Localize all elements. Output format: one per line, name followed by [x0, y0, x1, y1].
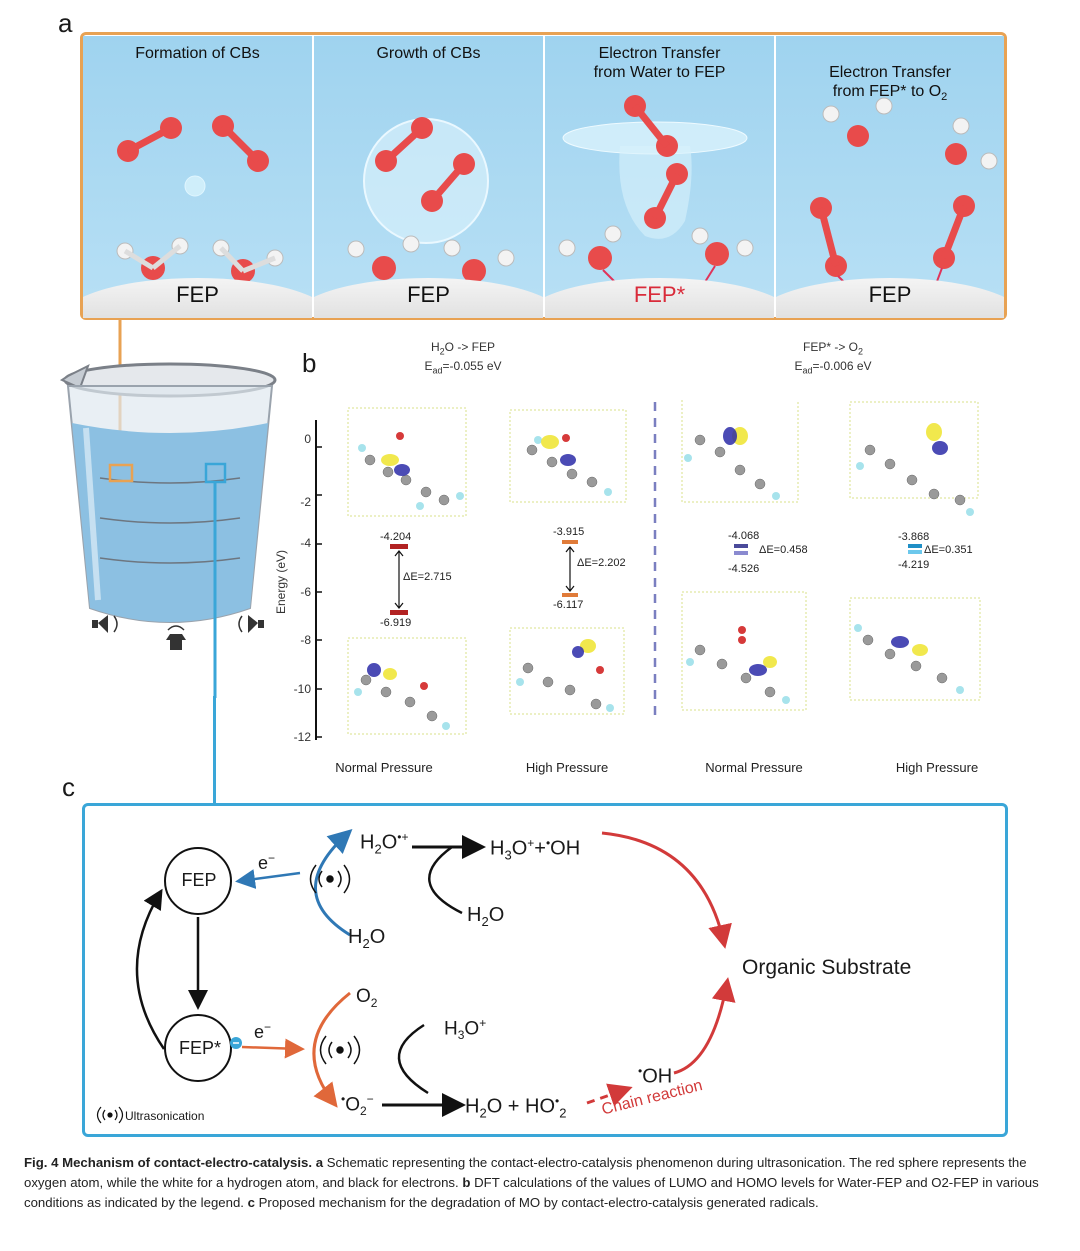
connector-line: [213, 696, 216, 804]
homo-value: -4.219: [898, 559, 930, 571]
homo-value: -4.526: [728, 563, 760, 575]
panel-b-header-oxygen: FEP* -> O2 Ead=-0.006 eV: [794, 340, 872, 376]
panel-c-frame: [82, 803, 1008, 1137]
panel-a-cell-water-transfer: Electron Transfer from Water to FEP FEP*: [545, 36, 774, 318]
hydroxyl-label: •OH: [638, 1064, 673, 1088]
water-left: H2O: [348, 926, 386, 951]
gap-value: ΔE=2.202: [577, 557, 626, 569]
homo-value: -6.919: [380, 617, 412, 629]
superoxide-label: •O2−: [341, 1092, 374, 1119]
surface-label: FEP: [176, 282, 219, 307]
gap-value: ΔE=0.458: [759, 544, 808, 556]
y-tick: -8: [300, 633, 311, 647]
homo-bar: [390, 610, 408, 615]
condition-label: High Pressure: [525, 760, 609, 775]
homo-bar: [562, 593, 578, 597]
organic-substrate-label: Organic Substrate: [742, 956, 912, 979]
fep-surface: [776, 278, 1004, 318]
electron-label-top: e−: [258, 851, 276, 873]
molecules-water-transfer: [558, 95, 754, 283]
oxygen-label: O2: [356, 986, 378, 1010]
energy-level-chart: [315, 400, 981, 740]
panel-b-header-water: H2O -> FEP Ead=-0.055 eV: [424, 340, 502, 376]
ultrasonication-icon: [309, 864, 351, 894]
y-tick: -2: [300, 495, 311, 509]
lumo-bar: [390, 544, 408, 549]
products-bottom: H2O + HO•2: [465, 1094, 567, 1121]
y-tick: -6: [300, 585, 311, 599]
cell-title-water-transfer: Electron Transfer from Water to FEP: [593, 45, 726, 81]
y-tick: -4: [300, 536, 311, 550]
lumo-bar: [908, 544, 922, 548]
speaker-icon: [238, 615, 264, 633]
panel-a-cell-oxygen-transfer: Electron Transfer from FEP* to O2 FEP: [776, 36, 1004, 318]
fep-node-label: FEP: [181, 870, 217, 890]
speaker-icon: [166, 625, 186, 650]
gap-value: ΔE=2.715: [403, 571, 452, 583]
figure-caption: Fig. 4 Mechanism of contact-electro-cata…: [24, 1155, 1039, 1210]
surface-label: FEP: [407, 282, 450, 307]
panel-a-cell-growth: Growth of CBs FEP: [314, 36, 543, 318]
cell-title-growth: Growth of CBs: [376, 45, 481, 62]
gap-value: ΔE=0.351: [924, 544, 973, 556]
panel-a-frame: [80, 32, 1007, 320]
condition-label: Normal Pressure: [335, 760, 433, 775]
fep-surface: [545, 278, 774, 318]
legend-label: Ultrasonication: [125, 1109, 205, 1123]
y-tick: -10: [293, 682, 311, 696]
panel-a-cell-formation: Formation of CBs FEP: [83, 36, 312, 318]
mechanism-diagram: [96, 828, 736, 1124]
lumo-value: -4.068: [728, 530, 760, 542]
panel-a-letter: a: [58, 8, 73, 38]
speaker-icon: [92, 615, 118, 633]
ultrasonication-icon: [319, 1035, 361, 1065]
products-top: H3O++•OH: [490, 836, 581, 863]
fep-star-node-label: FEP*: [178, 1038, 221, 1058]
condition-label: High Pressure: [895, 760, 979, 775]
molecules-formation: [116, 115, 284, 283]
beaker-illustration: [59, 318, 277, 698]
hydronium-label: H3O+: [444, 1016, 487, 1043]
electron-label-bottom: e−: [254, 1020, 272, 1042]
molecules-oxygen-transfer: [810, 97, 998, 287]
panel-b-letter: b: [302, 348, 317, 378]
water-mid: H2O: [467, 904, 505, 929]
surface-label-charged: FEP*: [633, 282, 686, 307]
fep-surface: [83, 278, 312, 318]
lumo-value: -4.204: [380, 531, 412, 543]
condition-label: Normal Pressure: [705, 760, 803, 775]
y-axis-label: Energy (eV): [274, 549, 288, 615]
homo-value: -6.117: [553, 599, 584, 611]
homo-bar: [908, 550, 922, 554]
h2o-radical-cation: H2O•+: [360, 830, 409, 857]
cell-title-formation: Formation of CBs: [135, 45, 260, 62]
lumo-value: -3.868: [898, 531, 930, 543]
lumo-bar: [562, 540, 578, 544]
lumo-bar: [734, 544, 748, 548]
fep-star-node: [164, 1014, 232, 1082]
cell-title-oxygen-transfer: Electron Transfer from FEP* to O2: [829, 64, 951, 104]
fep-surface: [314, 278, 543, 318]
legend-ultrasonication-icon: [96, 1106, 124, 1124]
homo-bar: [734, 551, 748, 555]
fep-node: [164, 847, 232, 915]
surface-label: FEP: [868, 282, 912, 307]
panel-c-letter: c: [62, 772, 75, 802]
y-tick: -12: [293, 730, 311, 744]
molecules-growth: [347, 117, 515, 283]
lumo-value: -3.915: [553, 526, 585, 538]
